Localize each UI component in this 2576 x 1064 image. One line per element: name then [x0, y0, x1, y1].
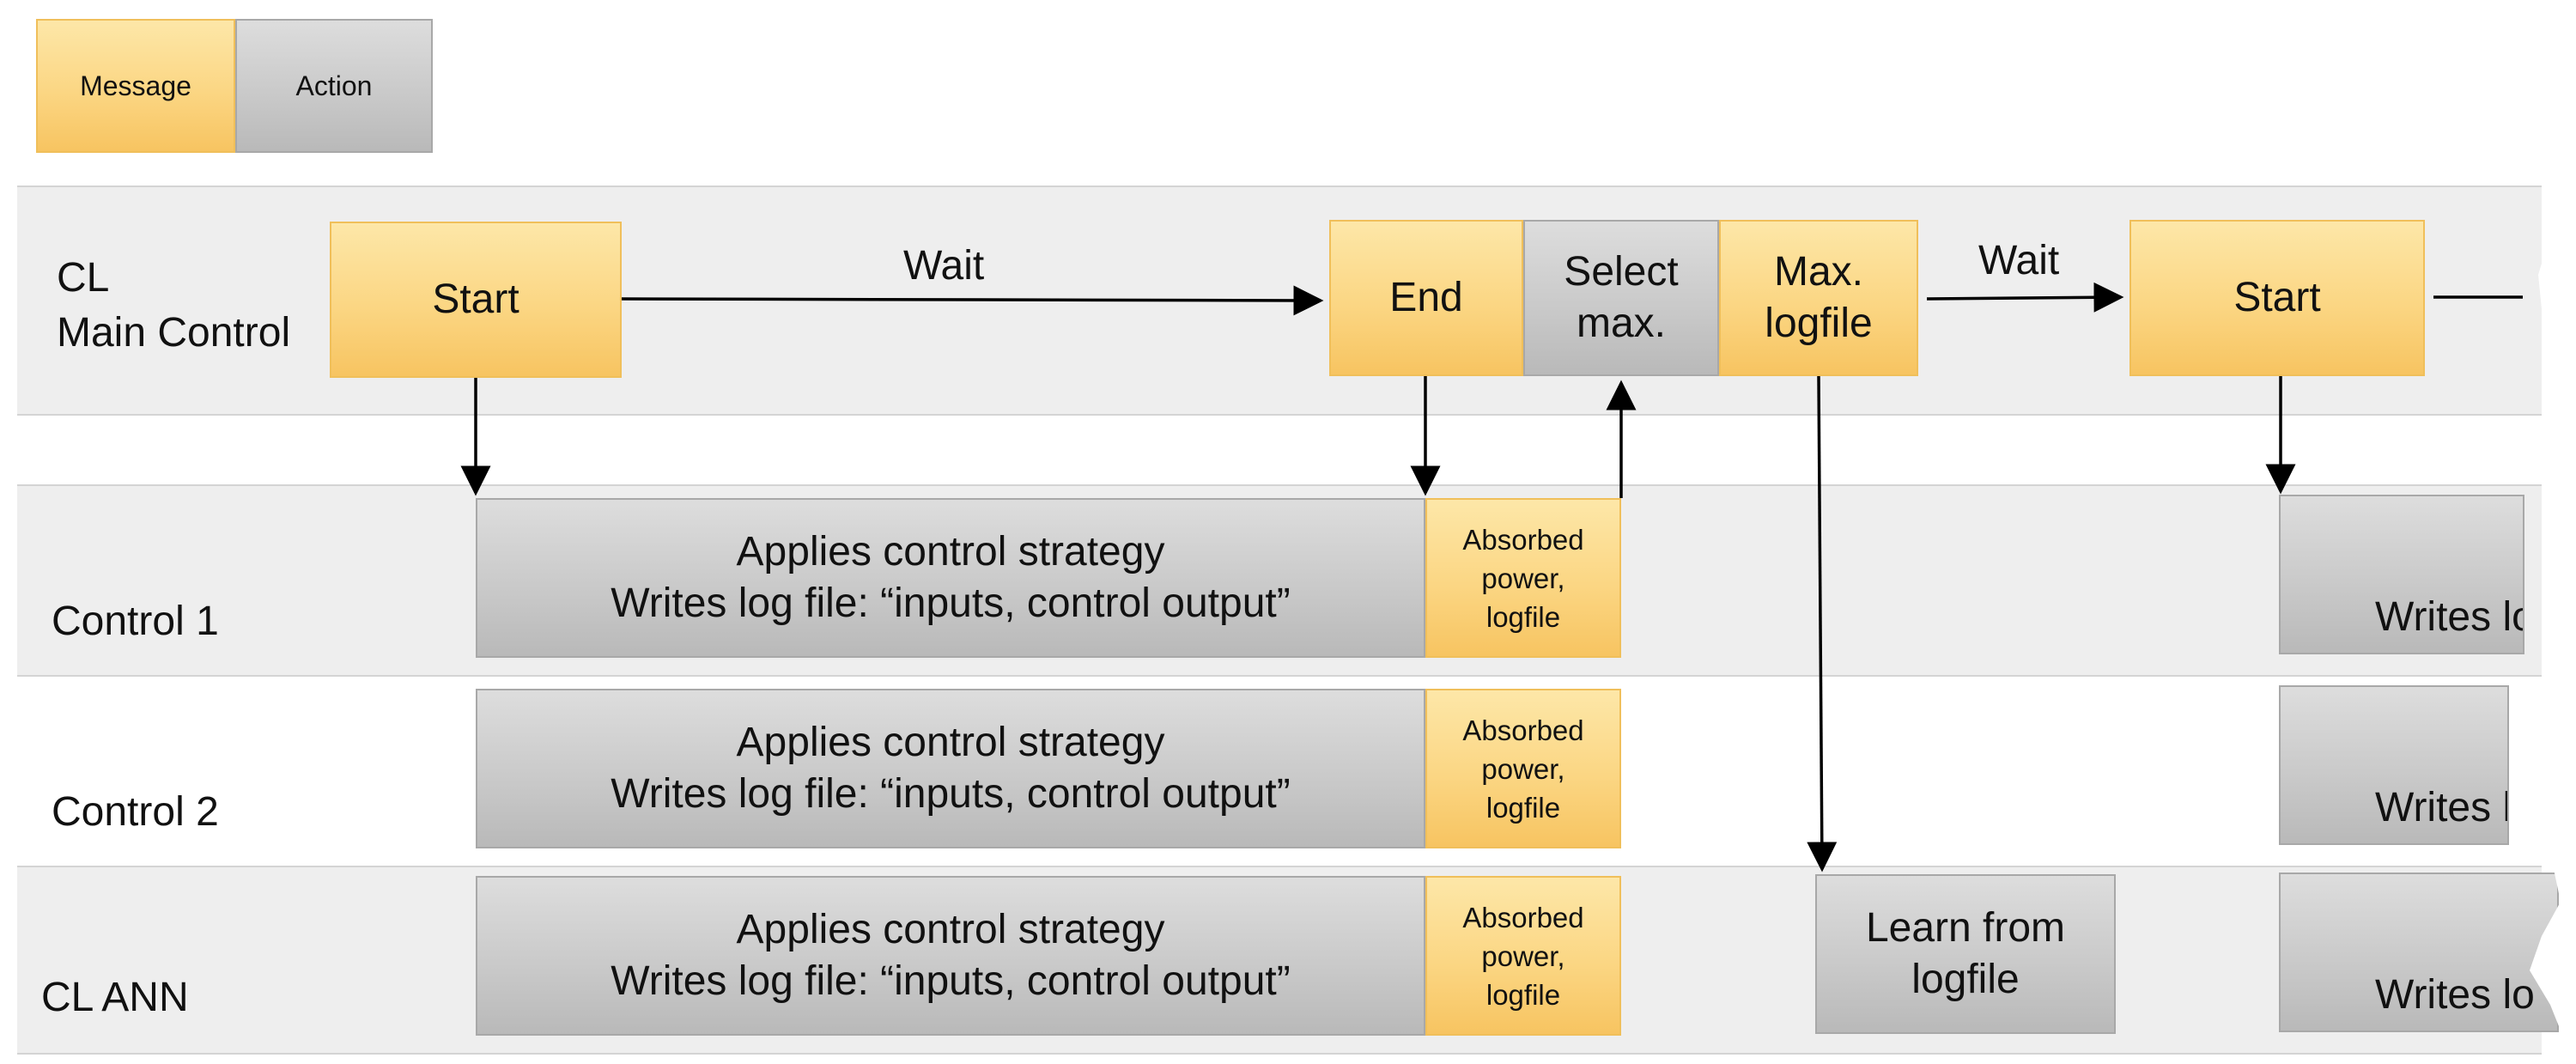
clipped-writes-label-2: Writes l: [2375, 785, 2509, 830]
control-1-absorbed-label: Absorbed power, logfile: [1462, 523, 1584, 633]
legend-message-label: Message: [80, 70, 191, 101]
legend-message: Message: [36, 19, 235, 153]
ann-strategy-action: Applies control strategy Writes log file…: [476, 876, 1425, 1036]
control-1-absorbed-message: Absorbed power, logfile: [1425, 498, 1621, 658]
max-logfile-label: Max. logfile: [1765, 249, 1873, 346]
arrow-wait-to-start-2: [1926, 282, 2124, 313]
end-message: End: [1329, 220, 1523, 376]
lane-label-control-2: Control 2: [52, 789, 219, 835]
control-2-strategy-label: Applies control strategy Writes log file…: [611, 720, 1291, 817]
ann-strategy-action-clipped: Writes lo: [2279, 872, 2559, 1032]
lane-label-control-1: Control 1: [52, 599, 219, 644]
start-message-2-label: Start: [2233, 275, 2321, 320]
control-2-absorbed-message: Absorbed power, logfile: [1425, 689, 1621, 848]
legend-action-label: Action: [295, 70, 373, 101]
ann-absorbed-label: Absorbed power, logfile: [1462, 901, 1584, 1011]
torn-edge-mask: [2530, 0, 2576, 1064]
arrow-max-logfile-to-learn: [1807, 375, 1838, 872]
control-2-absorbed-label: Absorbed power, logfile: [1462, 714, 1584, 824]
wait-label-1: Wait: [903, 243, 985, 289]
learn-from-logfile-action: Learn from logfile: [1815, 874, 2116, 1034]
start-message-2: Start: [2129, 220, 2425, 376]
wait-label-2: Wait: [1978, 238, 2060, 283]
lane-label-ann: CL ANN: [41, 975, 189, 1020]
max-logfile-message: Max. logfile: [1719, 220, 1918, 376]
clipped-writes-label-3: Writes lo: [2375, 972, 2535, 1018]
start-message-1: Start: [330, 222, 622, 378]
control-1-strategy-action-clipped: Writes lo: [2279, 495, 2524, 654]
arrow-start-to-end: [621, 285, 1324, 316]
control-1-strategy-action: Applies control strategy Writes log file…: [476, 498, 1425, 658]
control-2-strategy-action: Applies control strategy Writes log file…: [476, 689, 1425, 848]
start-message-1-label: Start: [432, 277, 519, 322]
control-1-strategy-label: Applies control strategy Writes log file…: [611, 529, 1291, 626]
select-max-label: Select max.: [1564, 249, 1679, 346]
ann-absorbed-message: Absorbed power, logfile: [1425, 876, 1621, 1036]
select-max-action: Select max.: [1523, 220, 1719, 376]
lane-label-main-control: CL Main Control: [57, 255, 291, 356]
clipped-writes-label-1: Writes lo: [2375, 594, 2524, 640]
end-message-label: End: [1389, 275, 1463, 320]
learn-from-logfile-label: Learn from logfile: [1865, 905, 2066, 1002]
ann-strategy-label: Applies control strategy Writes log file…: [611, 907, 1291, 1004]
control-2-strategy-action-clipped: Writes l: [2279, 685, 2509, 845]
legend-action: Action: [235, 19, 433, 153]
